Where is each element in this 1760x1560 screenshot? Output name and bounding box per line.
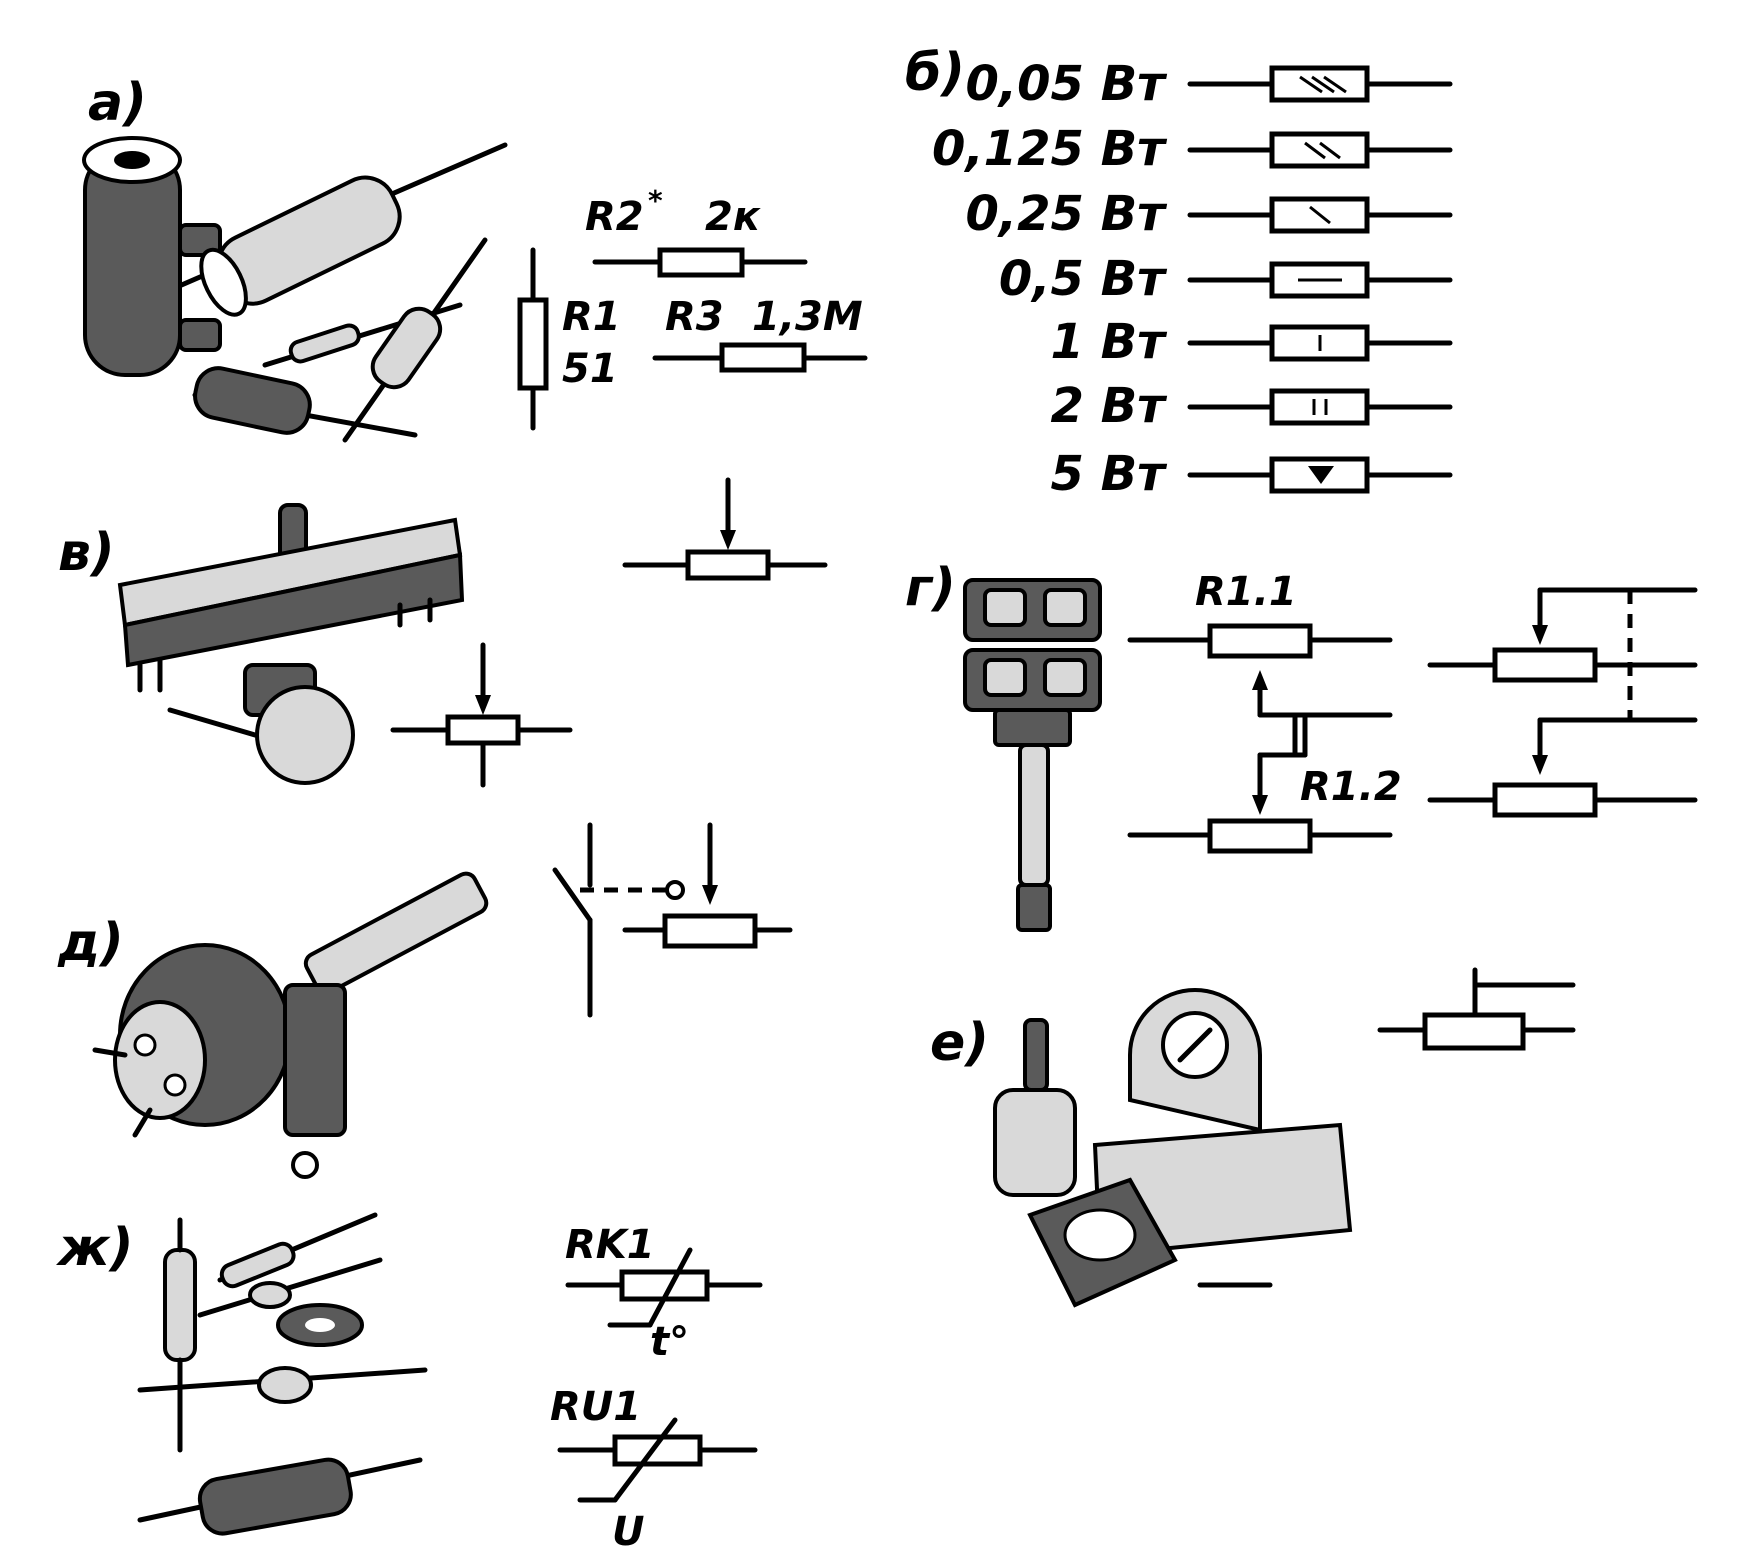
r2-designator: R2: [585, 194, 644, 240]
dual-pot-gang-symbol-left: [1127, 623, 1393, 854]
section-label-g: г): [905, 558, 956, 618]
symbol-2w: [1187, 388, 1453, 426]
r1-2-label: R1.2: [1300, 764, 1402, 810]
power-label-5w: 5 Вт: [1050, 446, 1168, 502]
r1-value: 51: [562, 346, 618, 392]
section-label-a: а): [88, 73, 147, 133]
r2-value: 2к: [705, 194, 761, 240]
symbol-0-05w: [1187, 65, 1453, 103]
trimmer-resistors-illustration: [993, 988, 1353, 1308]
resistor-r1-symbol: [517, 247, 549, 431]
r1-designator: R1: [562, 294, 621, 340]
symbol-0-125w: [1187, 131, 1453, 169]
thermistors-illustration: [137, 1212, 428, 1536]
power-label-0-05w: 0,05 Вт: [965, 56, 1168, 112]
fixed-resistors-illustration: [82, 136, 508, 443]
section-label-v: в): [58, 523, 115, 583]
trimmer-resistor-illustration: [167, 663, 355, 785]
dual-pot-gang-symbol-right: [1427, 587, 1698, 818]
symbol-5w: [1187, 456, 1453, 494]
thermistor-sub: t°: [650, 1319, 689, 1365]
variable-resistor-symbol-top: [622, 477, 828, 581]
power-label-1w: 1 Вт: [1050, 314, 1168, 370]
varistor-symbol: [557, 1417, 758, 1503]
potentiometer-with-switch-illustration: [92, 871, 489, 1179]
symbol-0-5w: [1187, 261, 1453, 299]
varistor-designator: RU1: [550, 1384, 641, 1430]
thermistor-symbol: [565, 1247, 763, 1328]
power-label-0-25w: 0,25 Вт: [965, 186, 1168, 242]
power-rating-list: 0,05 Вт 0,125 Вт 0,25 Вт 0,5 Вт 1 Вт 2 В…: [932, 56, 1453, 502]
thermistor-designator: RK1: [565, 1222, 655, 1268]
trimmer-resistor-symbol: [1377, 967, 1576, 1051]
power-label-0-5w: 0,5 Вт: [999, 251, 1168, 307]
potentiometer-switch-symbol: [552, 822, 793, 1018]
r2-star: *: [648, 184, 663, 217]
section-label-e: е): [930, 1013, 989, 1073]
r1-1-label: R1.1: [1195, 569, 1297, 615]
section-label-b: б): [905, 43, 965, 103]
symbol-0-25w: [1187, 196, 1453, 234]
r3-designator: R3: [665, 294, 724, 340]
slide-potentiometer-illustration: [117, 503, 465, 693]
power-label-2w: 2 Вт: [1050, 378, 1168, 434]
variable-resistor-symbol-bottom: [390, 642, 573, 788]
resistor-r3-symbol: [652, 342, 868, 373]
symbol-1w: [1187, 324, 1453, 362]
section-label-d: д): [57, 913, 124, 973]
varistor-sub: U: [612, 1509, 644, 1555]
power-label-0-125w: 0,125 Вт: [932, 121, 1168, 177]
section-label-zh: ж): [56, 1218, 134, 1278]
dual-potentiometer-illustration: [963, 578, 1102, 932]
resistor-r2-symbol: [592, 247, 808, 278]
r3-value: 1,3М: [752, 294, 863, 340]
